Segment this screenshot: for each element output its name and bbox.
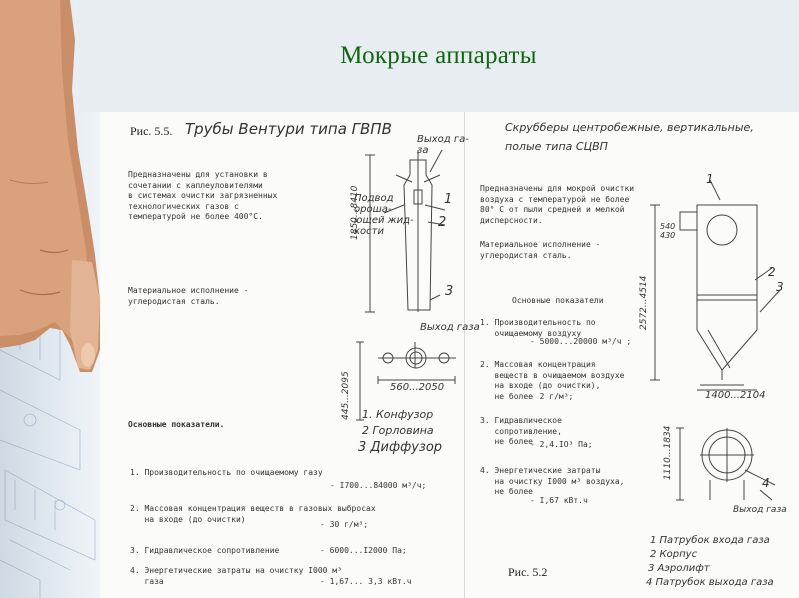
- right-purpose-text: Предназначены для мокрой очистки воздуха…: [480, 184, 635, 225]
- left-callout-2: 2: [438, 215, 447, 230]
- left-indicators-heading: Основные показатели.: [128, 420, 225, 429]
- right-legend-2: 2 Корпус: [650, 549, 698, 560]
- right-spec-4: 4. Энергетические затраты на очистку I00…: [480, 466, 625, 496]
- left-callout-3: 3: [445, 284, 454, 299]
- left-spec-1-value: - I700...84000 м³/ч;: [330, 481, 427, 490]
- right-callout-2: 2: [768, 265, 776, 279]
- page-divider: [464, 112, 465, 598]
- right-callout-1: 1: [706, 172, 714, 186]
- left-spec-4: 4. Энергетические затраты на очистку I00…: [130, 566, 342, 586]
- right-legend-4: 4 Патрубок выхода газа: [646, 577, 774, 588]
- left-label-supply: Подвод ороша- ющей жид- кости: [354, 193, 414, 237]
- right-legend-1: 1 Патрубок входа газа: [650, 535, 770, 546]
- left-spec-3: 3. Гидравлическое сопротивление: [130, 546, 280, 555]
- document-scan: [100, 112, 799, 598]
- right-legend-3: 3 Аэролифт: [648, 563, 710, 574]
- right-spec-1-value: - 5000...20000 м³/ч ;: [530, 337, 632, 346]
- right-figure-caption: Рис. 5.2: [508, 565, 548, 579]
- right-label-outlet: Выход газа: [733, 505, 787, 515]
- right-callout-4: 4: [762, 476, 770, 490]
- photo-illustration: [0, 0, 100, 598]
- slide-title: Мокрые аппараты: [340, 42, 537, 69]
- slide-header: [78, 0, 799, 112]
- left-figure-caption: Рис. 5.5.: [130, 124, 173, 138]
- right-material-text: Материальное исполнение - углеродистая с…: [480, 240, 601, 260]
- left-purpose-text: Предназначены для установки в сочетании …: [128, 170, 278, 221]
- right-spec-3-value: - 2,4.IO³ Па;: [530, 440, 593, 449]
- right-spec-1: 1. Производительность по очищаемому возд…: [480, 318, 596, 338]
- left-spec-2-value: - 30 г/м³;: [320, 520, 369, 529]
- left-material-text: Материальное исполнение - углеродистая с…: [128, 286, 249, 306]
- left-dim-width: 560...2050: [390, 382, 445, 393]
- right-dim-plan: 1110...1834: [663, 425, 673, 480]
- left-spec-3-value: - 6000...I2000 Па;: [320, 546, 407, 555]
- right-spec-3: 3. Гидравлическое сопротивление, не боле…: [480, 416, 562, 446]
- left-spec-4-value: - 1,67... 3,3 кВт.ч: [320, 577, 412, 586]
- right-dim-inlet: 540 430: [660, 222, 676, 240]
- right-heading: Скрубберы центробежные, вертикальные, по…: [505, 121, 754, 153]
- left-label-exhaust: Выход га- за: [417, 134, 469, 156]
- right-indicators-heading: Основные показатели: [512, 296, 604, 305]
- right-spec-4-value: - I,67 кВт.ч: [530, 496, 588, 505]
- right-dim-height: 2572...4514: [639, 275, 649, 330]
- left-spec-1: 1. Производительность по очищаемому газу: [130, 468, 323, 477]
- right-dim-width: 1400...2104: [705, 390, 766, 401]
- right-callout-3: 3: [776, 280, 784, 294]
- left-legend-2: 2 Горловина: [362, 424, 434, 437]
- right-spec-2: 2. Массовая концентрация веществ в очища…: [480, 360, 625, 401]
- left-callout-1: 1: [444, 192, 453, 207]
- left-spec-2: 2. Массовая концентрация веществ в газов…: [130, 504, 376, 524]
- right-spec-2-value: - 2 г/м³;: [530, 392, 574, 401]
- left-legend-1: 1. Конфузор: [362, 408, 434, 421]
- left-legend-3: 3 Диффузор: [358, 440, 443, 455]
- left-figure-title: Трубы Вентури типа ГВПВ: [185, 120, 392, 138]
- left-label-outlet: Выход газа: [420, 322, 480, 333]
